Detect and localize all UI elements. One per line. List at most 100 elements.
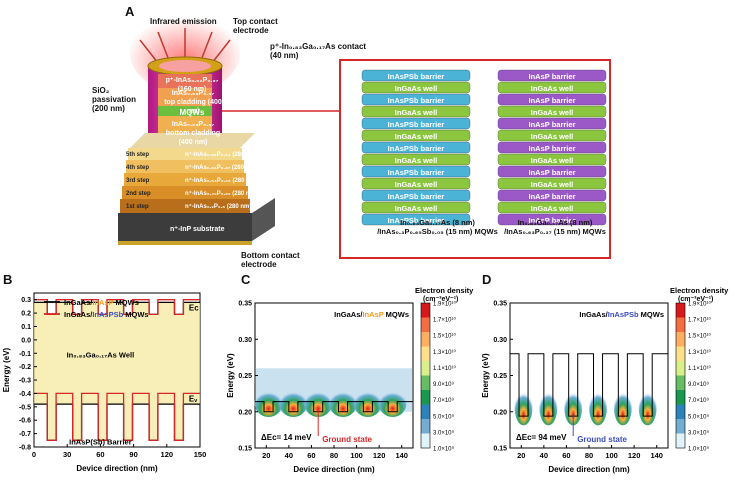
top-aperture <box>159 60 211 72</box>
step-layer-label: n⁺-InAs₀.₆₆P₀.₃₄ (280 nm) <box>185 152 257 158</box>
step-5 <box>128 148 242 160</box>
mqw-layer-text: InAsP barrier <box>529 96 576 105</box>
stack2-caption: In₀.₈₃Ga₀.₁₇As (8 nm)/InAs₀.₆₃P₀.₃₇ (15 … <box>490 218 620 236</box>
step-layer-labels: n⁺-InAs₀.₆₆P₀.₃₄ (280 nm) n⁺-InAs₀.₆₃P₀.… <box>185 149 257 214</box>
y-tick-label: 0.30 <box>493 337 507 344</box>
density-blob <box>539 389 558 426</box>
delta-ec-label: ΔEᴄ= 94 meV <box>516 433 567 442</box>
ground-state-label: Ground state <box>577 435 627 444</box>
x-tick-label: 30 <box>63 450 71 459</box>
y-tick-label: -0.3 <box>19 378 31 385</box>
colorbar-tick-label: 7.0×10⁹ <box>688 397 710 404</box>
ev-line <box>34 403 200 441</box>
bottom-cladding <box>158 116 212 138</box>
y-axis-label: Energy (eV) <box>481 353 490 398</box>
ec-label: Eᴄ <box>189 303 199 312</box>
mqw-layer-row <box>361 105 471 118</box>
colorbar-title: Electron density <box>415 286 474 295</box>
mqw-layer-text: InAsPSb barrier <box>388 192 445 201</box>
step-layer-label: n⁺-InAs₀.₅₄P₀.₄₆ (280 nm) <box>185 178 258 184</box>
well-label: In₀.₈₃Ga₀.₁₇As Well <box>67 350 135 359</box>
step-4 <box>126 160 244 173</box>
colorbar-tick-label: 1.9×10¹⁰ <box>688 301 712 308</box>
band-profile <box>255 401 413 413</box>
mqw-layer-text: InGaAs well <box>395 204 438 213</box>
bottom-contact-label: Bottom contact electrode <box>241 251 300 269</box>
mqw-layer-row <box>361 213 471 226</box>
mqw-layer-row <box>361 93 471 106</box>
density-blob <box>589 389 608 426</box>
x-tick-label: 120 <box>373 451 386 460</box>
colorbar-segment <box>676 404 685 420</box>
y-tick-label: -0.2 <box>19 364 31 371</box>
density-blob <box>378 389 407 418</box>
y-tick-label: 0.25 <box>238 373 252 380</box>
colorbar-segment <box>676 433 685 449</box>
mqw-layer-row <box>497 177 607 190</box>
mqw-layer-text: InGaAs well <box>531 204 574 213</box>
contact-layer-label: p⁺-In₀.₈₃Ga₀.₁₇As contact (40 nm) <box>270 42 367 60</box>
mqw-layer-row <box>361 165 471 178</box>
colorbar-frame <box>420 302 431 449</box>
colorbar-segment <box>421 404 430 420</box>
mqw-layer-text: InGaAs well <box>395 108 438 117</box>
mqw-layer-text: InAsP barrier <box>529 72 576 81</box>
colorbar-segment <box>421 303 430 318</box>
delta-ec-label: ΔEᴄ= 14 meV <box>261 433 312 442</box>
colorbar-tick-label: 9.0×10⁹ <box>688 381 710 388</box>
mqw-layer-row <box>361 141 471 154</box>
band-fill <box>34 302 200 441</box>
x-tick-label: 60 <box>96 450 104 459</box>
step-label: 3rd step <box>126 178 150 184</box>
colorbar-segment <box>676 361 685 376</box>
step-layer-label: n⁺-InAs₀.₂P₀.₈ (280 nm) <box>185 204 252 210</box>
mqw-layer-text: InGaAs well <box>395 84 438 93</box>
colorbar-tick-label: 9.0×10⁹ <box>433 381 455 388</box>
mqw-layer-row <box>361 69 471 82</box>
step-label: 2nd step <box>126 191 151 197</box>
mqw-layer-text: InGaAs well <box>531 84 574 93</box>
colorbar-tick-label: 1.1×10¹⁰ <box>433 365 457 372</box>
x-tick-label: 120 <box>161 450 174 459</box>
p-layer <box>158 74 212 88</box>
colorbar-tick-label: 1.7×10¹⁰ <box>433 317 457 324</box>
x-tick-label: 60 <box>307 451 315 460</box>
mqw-layer-row <box>361 177 471 190</box>
mqw-layer-row <box>361 117 471 130</box>
mqw-layer-text: InAsPSb barrier <box>388 168 445 177</box>
mqw-layer-text: InGaAs well <box>395 156 438 165</box>
y-tick-label: 0.15 <box>238 446 252 453</box>
density-blob <box>254 389 283 418</box>
colorbar-segment <box>421 433 430 449</box>
y-tick-label: -0.1 <box>19 351 31 358</box>
panel-label-b: B <box>3 272 13 287</box>
mqw-layer-row <box>497 213 607 226</box>
mqw-layer-row <box>361 153 471 166</box>
x-tick-label: 40 <box>285 451 293 460</box>
x-tick-label: 140 <box>395 451 408 460</box>
x-axis-label: Device direction (nm) <box>76 464 158 473</box>
mqw-layer <box>158 106 212 116</box>
x-tick-label: 60 <box>562 451 570 460</box>
mqw-layer-text: InAsP barrier <box>529 144 576 153</box>
colorbar-segment <box>676 317 685 333</box>
colorbar-tick-label: 5.0×10⁹ <box>433 413 455 420</box>
chart-title: InGaAs/InAsP MQWs <box>334 310 409 319</box>
top-contact-label: Top contact electrode <box>233 17 278 35</box>
y-tick-label: -0.4 <box>19 391 31 398</box>
step-label: 4th step <box>126 165 150 171</box>
mqw-layer-row <box>361 129 471 142</box>
colorbar-segment <box>676 303 685 318</box>
panel-label-c: C <box>241 272 251 287</box>
p-layer-label: p⁺-InAs₀.₆₃P₀.₃₇(160 nm) <box>165 77 219 93</box>
mqw-layer-row <box>361 201 471 214</box>
colorbar-frame <box>675 302 686 449</box>
stack2-caption-1: In₀.₈₃Ga₀.₁₇As (8 nm) <box>517 218 593 227</box>
step-label: 5th step <box>126 152 150 158</box>
colorbar-segment <box>421 317 430 333</box>
